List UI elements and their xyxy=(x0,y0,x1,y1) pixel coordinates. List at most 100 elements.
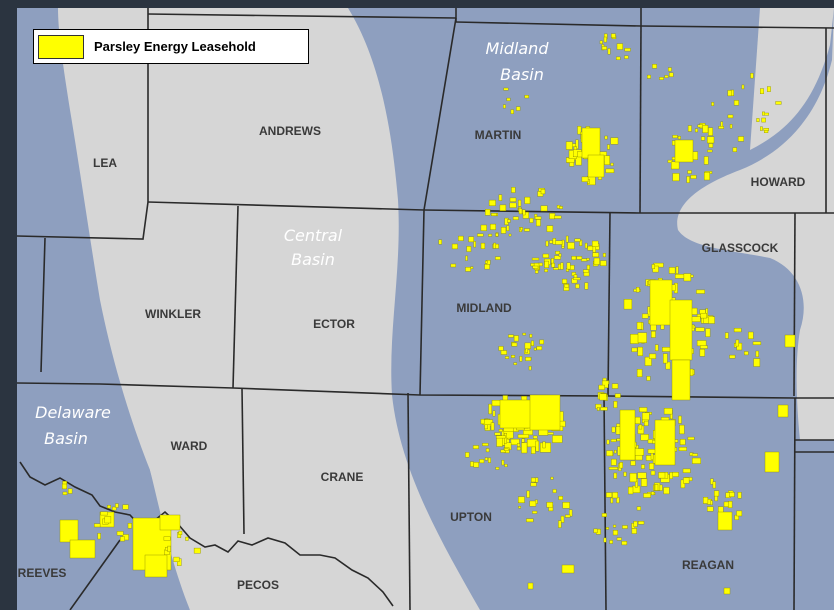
leasehold-parcel xyxy=(613,401,618,408)
county-label-howard: HOWARD xyxy=(751,175,806,189)
leasehold-parcel xyxy=(491,213,497,217)
leasehold-parcel xyxy=(584,282,589,290)
leasehold-parcel xyxy=(573,277,581,281)
leasehold-parcel xyxy=(638,521,645,525)
leasehold-parcel xyxy=(612,530,618,536)
leasehold-parcel xyxy=(584,242,588,249)
leasehold-parcel xyxy=(530,482,537,487)
leasehold-parcel xyxy=(542,253,549,258)
leasehold-parcel xyxy=(558,520,562,528)
leasehold-parcel xyxy=(511,342,518,347)
leasehold-parcel xyxy=(122,504,129,510)
leasehold-parcel xyxy=(604,155,610,165)
leasehold-parcel xyxy=(714,490,720,497)
leasehold-parcel xyxy=(762,111,765,116)
leasehold-parcel xyxy=(610,137,619,145)
leasehold-parcel xyxy=(623,299,633,310)
central-basin-label-line1: Central xyxy=(284,226,343,245)
county-label-pecos: PECOS xyxy=(237,578,279,592)
leasehold-parcel xyxy=(111,506,117,511)
leasehold-parcel xyxy=(647,74,651,79)
leasehold-parcel xyxy=(488,403,492,415)
leasehold-parcel xyxy=(636,322,643,330)
leasehold-parcel xyxy=(451,243,458,250)
leasehold-parcel xyxy=(501,460,505,466)
leasehold-parcel xyxy=(480,242,486,249)
leasehold-parcel xyxy=(517,434,530,439)
leasehold-parcel xyxy=(500,449,506,453)
leasehold-parcel xyxy=(575,283,580,289)
leasehold-parcel xyxy=(711,102,715,106)
leasehold-parcel xyxy=(510,438,520,446)
leasehold-parcel xyxy=(560,515,565,523)
leasehold-parcel xyxy=(485,448,490,453)
leasehold-parcel xyxy=(613,472,617,479)
leasehold-parcel xyxy=(498,429,503,432)
leasehold-parcel xyxy=(465,255,468,261)
leasehold-parcel xyxy=(737,136,744,142)
leasehold-parcel xyxy=(104,516,112,524)
leasehold-parcel xyxy=(671,359,691,401)
leasehold-parcel xyxy=(736,510,743,517)
leasehold-parcel xyxy=(574,238,581,242)
leasehold-parcel xyxy=(529,334,533,338)
leasehold-parcel xyxy=(641,464,645,469)
leasehold-parcel xyxy=(644,420,649,427)
leasehold-parcel xyxy=(622,525,628,529)
leasehold-parcel xyxy=(616,56,621,61)
leasehold-parcel xyxy=(555,250,560,255)
leasehold-parcel xyxy=(705,328,711,337)
leasehold-parcel xyxy=(450,263,456,268)
leasehold-parcel xyxy=(571,256,577,260)
leasehold-parcel xyxy=(700,313,707,319)
leasehold-parcel xyxy=(629,473,637,483)
leasehold-parcel xyxy=(564,284,569,288)
leasehold-parcel xyxy=(733,100,739,106)
leasehold-parcel xyxy=(534,216,542,220)
leasehold-parcel xyxy=(729,354,736,359)
leasehold-parcel xyxy=(500,350,508,355)
leasehold-parcel xyxy=(472,445,479,449)
leasehold-parcel xyxy=(159,514,181,531)
leasehold-parcel xyxy=(678,447,687,451)
eastern-shelf xyxy=(677,8,834,440)
leasehold-parcel xyxy=(533,435,538,439)
leasehold-parcel xyxy=(163,536,171,541)
leasehold-parcel xyxy=(524,95,529,99)
leasehold-parcel xyxy=(723,501,729,507)
leasehold-parcel xyxy=(741,84,745,90)
leasehold-parcel xyxy=(559,206,563,209)
leasehold-parcel xyxy=(526,490,530,498)
county-label-reeves: REEVES xyxy=(18,566,67,580)
leasehold-parcel xyxy=(565,235,569,243)
leasehold-parcel xyxy=(652,265,659,273)
leasehold-parcel xyxy=(510,109,514,114)
leasehold-parcel xyxy=(669,72,674,77)
leasehold-parcel xyxy=(610,439,617,442)
leasehold-parcel xyxy=(696,340,707,347)
leasehold-parcel xyxy=(677,135,681,140)
leasehold-parcel xyxy=(672,140,676,146)
leasehold-parcel xyxy=(599,40,603,44)
leasehold-parcel xyxy=(62,483,68,490)
leasehold-parcel xyxy=(683,477,690,484)
leasehold-parcel xyxy=(760,88,764,94)
leasehold-parcel xyxy=(601,46,607,50)
leasehold-parcel xyxy=(540,205,548,212)
leasehold-parcel xyxy=(695,327,705,332)
leasehold-parcel xyxy=(567,242,575,250)
leasehold-parcel xyxy=(642,412,650,421)
leasehold-parcel xyxy=(636,369,643,378)
leasehold-parcel xyxy=(576,256,583,260)
leasehold-parcel xyxy=(535,270,539,274)
leasehold-parcel xyxy=(611,383,619,389)
leasehold-parcel xyxy=(505,356,509,359)
leasehold-parcel xyxy=(669,472,673,479)
leasehold-parcel xyxy=(490,422,495,431)
leasehold-parcel xyxy=(652,64,657,69)
map-canvas[interactable]: Midland Basin Central Basin Delaware Bas… xyxy=(17,8,834,610)
leasehold-parcel xyxy=(609,540,613,544)
leasehold-parcel xyxy=(624,55,629,59)
leasehold-parcel xyxy=(756,118,760,122)
leasehold-parcel xyxy=(586,264,590,270)
